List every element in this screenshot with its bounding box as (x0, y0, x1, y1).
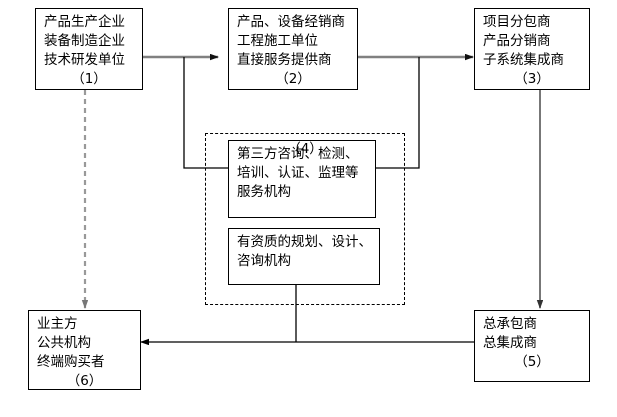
node-owner-line-1: 业主方 (37, 316, 78, 332)
node-third-party-service[interactable]: 第三方咨询、检测、 培训、认证、监理等 服务机构 (228, 140, 376, 218)
node-third-party-service-lines: 第三方咨询、检测、 培训、认证、监理等 服务机构 (229, 141, 375, 202)
node-qualified-planning-line-1: 有资质的规划、设计、 (237, 234, 372, 250)
node-subcontractor-number: （3） (514, 71, 550, 87)
node-producer[interactable]: 产品生产企业 装备制造企业 技术研发单位 （1） (35, 8, 143, 90)
node-general-contractor-number: （5） (514, 354, 550, 370)
node-third-party-service-line-2: 培训、认证、监理等 (237, 165, 359, 181)
node-distributor-lines: 产品、设备经销商 工程施工单位 直接服务提供商 （2） (229, 9, 357, 89)
node-owner-lines: 业主方 公共机构 终端购买者 （6） (29, 311, 140, 389)
node-distributor-line-3: 直接服务提供商 (237, 52, 332, 68)
node-qualified-planning-lines: 有资质的规划、设计、 咨询机构 (229, 229, 379, 271)
node-subcontractor-line-3: 子系统集成商 (483, 52, 564, 68)
node-third-party-service-line-3: 服务机构 (237, 184, 291, 200)
node-producer-line-1: 产品生产企业 (44, 14, 125, 30)
node-owner-number: （6） (66, 373, 103, 389)
node-subcontractor[interactable]: 项目分包商 产品分销商 子系统集成商 （3） (474, 8, 590, 90)
edge-right-to-third-party (376, 57, 420, 169)
node-owner[interactable]: 业主方 公共机构 终端购买者 （6） (28, 310, 141, 390)
node-qualified-planning-line-2: 咨询机构 (237, 253, 291, 269)
node-subcontractor-line-1: 项目分包商 (483, 14, 551, 30)
edge-left-to-third-party (183, 57, 228, 169)
node-owner-line-2: 公共机构 (37, 335, 91, 351)
node-general-contractor-line-1: 总承包商 (483, 316, 537, 332)
service-group-label: （4） (287, 141, 323, 157)
node-producer-number: （1） (71, 71, 107, 87)
node-third-party-service-line-1: 第三方咨询、检测、 (237, 146, 359, 162)
node-general-contractor-line-2: 总集成商 (483, 335, 537, 351)
node-distributor-number: （2） (275, 71, 311, 87)
node-producer-line-3: 技术研发单位 (44, 52, 125, 68)
node-subcontractor-lines: 项目分包商 产品分销商 子系统集成商 （3） (475, 9, 589, 89)
node-distributor[interactable]: 产品、设备经销商 工程施工单位 直接服务提供商 （2） (228, 8, 358, 90)
node-general-contractor-lines: 总承包商 总集成商 （5） (475, 311, 589, 372)
node-general-contractor[interactable]: 总承包商 总集成商 （5） (474, 310, 590, 382)
node-producer-line-2: 装备制造企业 (44, 33, 125, 49)
service-group-container (205, 133, 405, 305)
node-owner-line-3: 终端购买者 (37, 354, 105, 370)
node-producer-lines: 产品生产企业 装备制造企业 技术研发单位 （1） (36, 9, 142, 89)
node-qualified-planning[interactable]: 有资质的规划、设计、 咨询机构 (228, 228, 380, 285)
node-distributor-line-2: 工程施工单位 (237, 33, 318, 49)
node-subcontractor-line-2: 产品分销商 (483, 33, 551, 49)
node-distributor-line-1: 产品、设备经销商 (237, 14, 345, 30)
